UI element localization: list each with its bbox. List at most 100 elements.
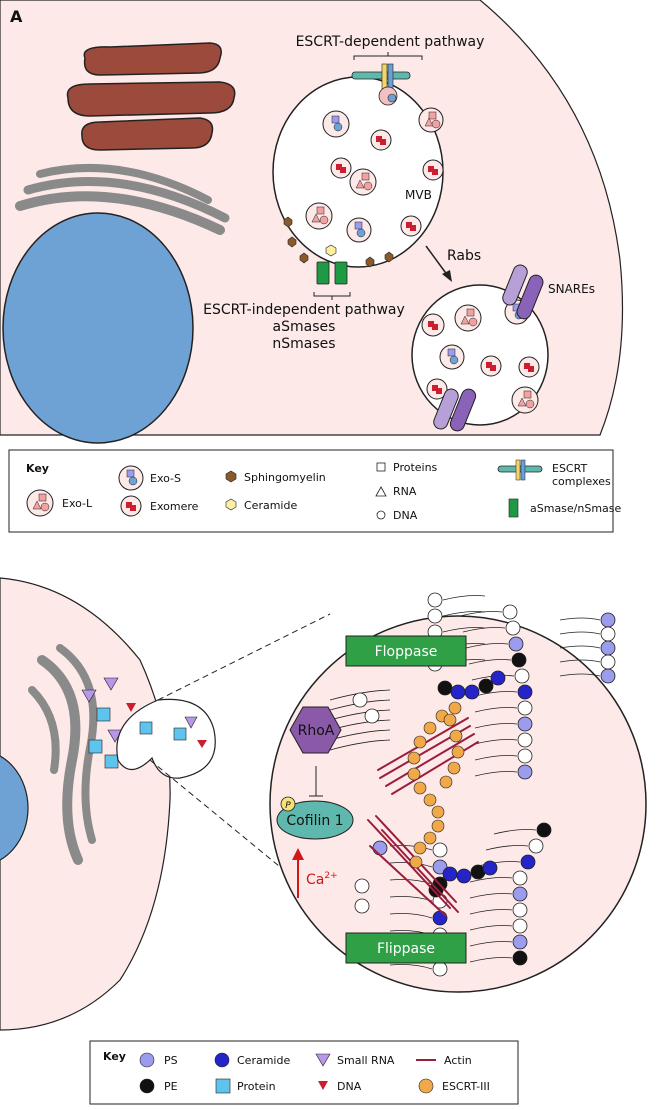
lipid-tail [469, 957, 513, 963]
key-protein-label: Protein [237, 1080, 276, 1093]
snare-icons [433, 264, 544, 432]
zoom-line-bottom [149, 759, 297, 881]
key-rna-label: RNA [393, 485, 417, 498]
lipid-head [517, 700, 533, 716]
flippase-box [345, 932, 467, 964]
lipid-tail [474, 755, 518, 761]
key-a-title: Key [26, 462, 49, 475]
escrt3-subunit [439, 775, 453, 789]
lipid-tail [469, 909, 513, 915]
key-escrt3-label: ESCRT-III [442, 1080, 490, 1093]
escrt3-subunit [409, 855, 423, 869]
lipid-head [512, 870, 528, 886]
lipid-head [600, 640, 616, 656]
key-ps-icon [139, 1052, 155, 1068]
zoom-circle [269, 615, 647, 993]
key-escrt3-icon [418, 1078, 434, 1094]
lipid-tail [469, 893, 513, 899]
escrt3-subunit [431, 805, 445, 819]
key-sphingomyelin-icon [225, 470, 237, 483]
key-sphingomyelin-label: Sphingomyelin [244, 471, 326, 484]
lipid-head [520, 854, 536, 870]
mvb-label: MVB [405, 188, 432, 202]
key-small-rna-icon [315, 1053, 331, 1067]
flippase-label: Flippase [377, 941, 435, 957]
cofilin-label: Cofilin 1 [286, 813, 343, 829]
key-dna-b-label: DNA [337, 1080, 362, 1093]
lipid-tail [329, 709, 391, 721]
rhoa-hexagon [289, 706, 342, 754]
lipid-head [432, 842, 448, 858]
lipid-head [427, 592, 443, 608]
key-ceramide-b-label: Ceramide [237, 1054, 290, 1067]
key-ceramide-b-icon [214, 1052, 230, 1068]
escrt3-chain [407, 701, 465, 869]
key-exo-s-label: Exo-S [150, 472, 181, 485]
key-actin-label: Actin [444, 1054, 472, 1067]
escrt3-subunit [451, 745, 465, 759]
lipid-tail [442, 611, 486, 617]
escrt-independent-label: ESCRT-independent pathway [203, 302, 405, 318]
ca-arrowhead [292, 848, 304, 860]
key-b: Key PS PE Ceramide Protein Small RNA DNA… [89, 1040, 519, 1105]
escrt3-subunit [423, 721, 437, 735]
panel-a: A [0, 0, 624, 444]
lipid-head [517, 748, 533, 764]
lipid-head [536, 822, 552, 838]
lipid-tail [474, 739, 518, 745]
lipid-tail [474, 691, 518, 697]
escrt3-subunit [413, 735, 427, 749]
lipid-tail [469, 877, 513, 883]
lipid-head [512, 902, 528, 918]
lipid-tail [477, 861, 521, 867]
key-a-box [8, 449, 614, 533]
membrane-lipids [329, 592, 616, 977]
mitochondria-icon [66, 42, 236, 151]
lipid-head [600, 668, 616, 684]
floppase-box [345, 635, 467, 667]
rabs-arrow [425, 245, 449, 277]
escrt-dependent-bracket [353, 52, 423, 60]
lipid-head [352, 692, 368, 708]
key-smase-icon [508, 498, 519, 518]
cofilin-ellipse [276, 800, 354, 840]
key-escrt-icon [497, 459, 543, 481]
lipid-head [464, 684, 480, 700]
rhoa-label: RhoA [298, 723, 335, 739]
escrt-complex-icon [351, 63, 411, 106]
key-b-title: Key [103, 1050, 126, 1063]
escrt3-subunit [449, 729, 463, 743]
lipid-tail [469, 925, 513, 931]
key-pe-icon [139, 1078, 155, 1094]
lipid-tail [559, 617, 601, 621]
key-rna-icon [375, 486, 387, 497]
lipid-head [364, 708, 380, 724]
lipid-head [442, 866, 458, 882]
rabs-arrowhead [442, 270, 452, 282]
key-ceramide-label: Ceramide [244, 499, 297, 512]
smase-proteins [316, 261, 348, 285]
key-proteins-label: Proteins [393, 461, 438, 474]
lipid-head [517, 716, 533, 732]
lipid-head [450, 684, 466, 700]
escrt-dependent-label: ESCRT-dependent pathway [296, 34, 485, 50]
lipid-head [478, 678, 494, 694]
nucleus-b [0, 755, 29, 861]
escrt3-subunit [413, 841, 427, 855]
lipid-tail [465, 643, 509, 649]
key-dna-b-icon [318, 1081, 328, 1090]
key-pe-label: PE [164, 1080, 178, 1093]
ca-superscript: 2+ [324, 871, 337, 881]
escrt3-subunit [423, 793, 437, 807]
lipid-tail [389, 913, 433, 919]
escrt-independent-bracket [313, 292, 351, 300]
lipid-head [354, 878, 370, 894]
key-a: Key Exo-L Exo-S Exomere Sphingomyelin Ce… [8, 449, 622, 533]
cytosol-protein [88, 707, 119, 769]
key-dna-icon [376, 510, 386, 520]
key-protein-icon [215, 1078, 231, 1094]
key-small-rna-label: Small RNA [337, 1054, 395, 1067]
key-exo-l-label: Exo-L [62, 497, 93, 510]
snares-label: SNAREs [548, 282, 595, 296]
